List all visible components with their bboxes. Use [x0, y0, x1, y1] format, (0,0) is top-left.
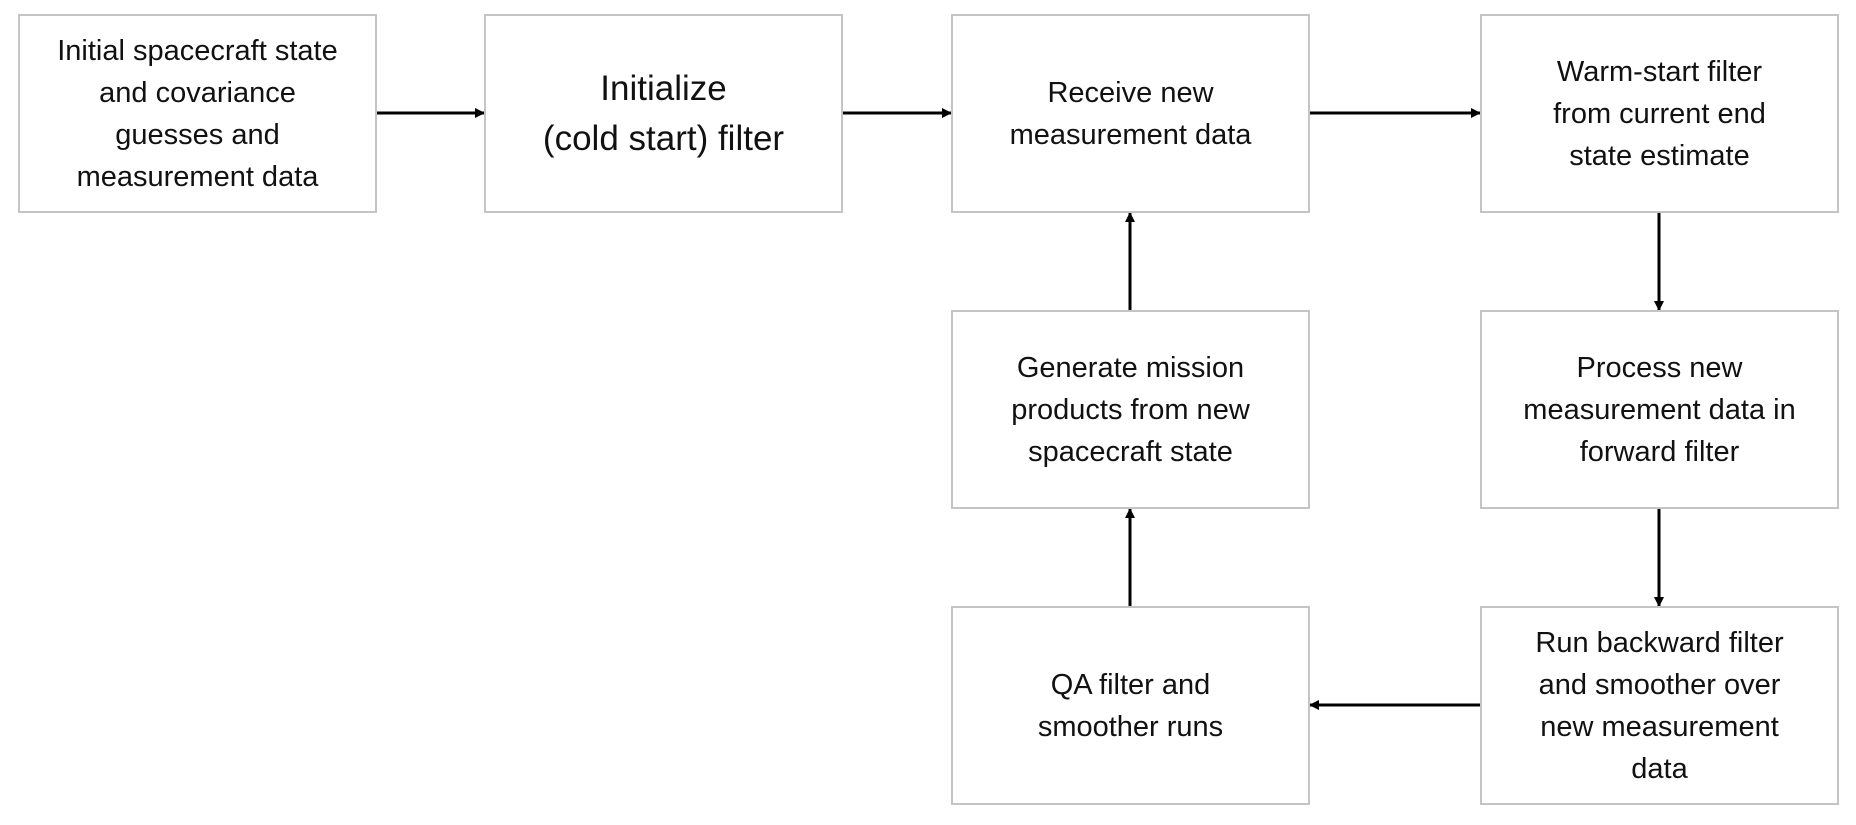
node-run-backward-filter-smoother: Run backward filter and smoother over ne… [1480, 606, 1839, 805]
node-generate-mission-products: Generate mission products from new space… [951, 310, 1310, 509]
node-receive-measurement-data: Receive new measurement data [951, 14, 1310, 213]
node-process-forward-filter: Process new measurement data in forward … [1480, 310, 1839, 509]
node-initialize-filter: Initialize (cold start) filter [484, 14, 843, 213]
node-warm-start-filter: Warm-start filter from current end state… [1480, 14, 1839, 213]
node-initial-state-guesses: Initial spacecraft state and covariance … [18, 14, 377, 213]
node-qa-filter-smoother-runs: QA filter and smoother runs [951, 606, 1310, 805]
